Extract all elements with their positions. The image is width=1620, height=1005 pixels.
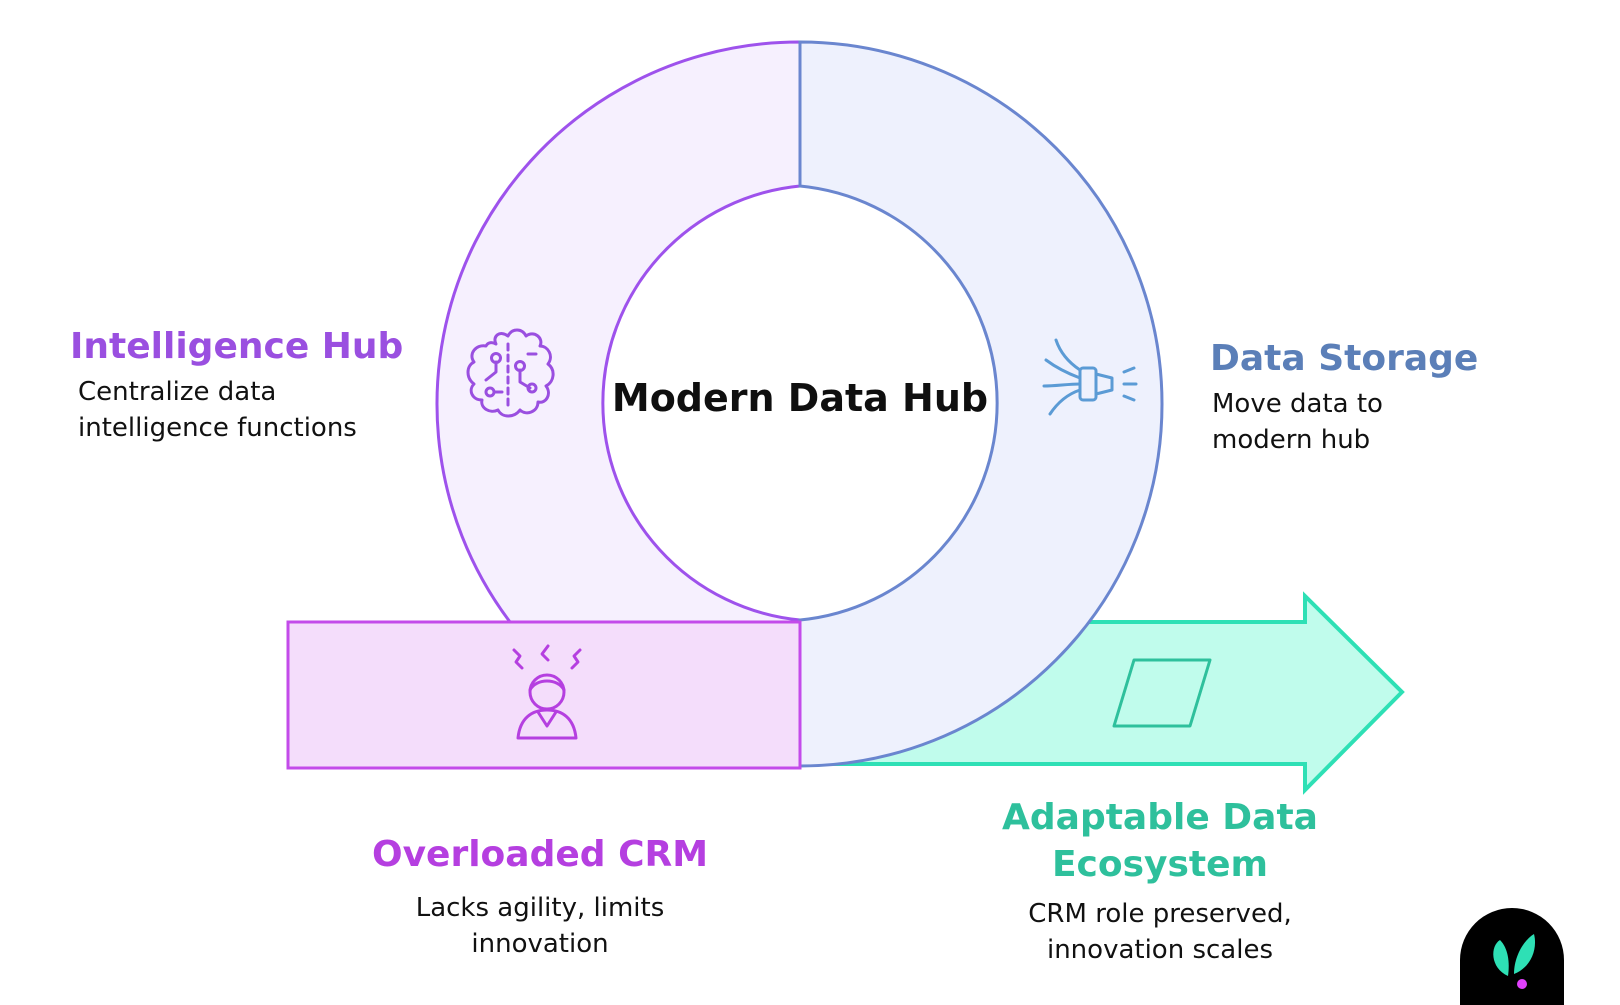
intelligence-hub-description-line: intelligence functions	[78, 413, 357, 444]
adaptable-ecosystem-title: Adaptable Data Ecosystem	[960, 795, 1360, 889]
adaptable-ecosystem-description: CRM role preserved, innovation scales	[960, 896, 1360, 969]
adaptable-ecosystem-description-line: CRM role preserved,	[1028, 899, 1292, 929]
stressed-person-icon	[512, 644, 582, 740]
data-storage-description-line: Move data to	[1212, 389, 1383, 419]
brain-circuit-icon	[466, 328, 555, 418]
intelligence-hub-description: Centralize data intelligence functions	[78, 374, 357, 447]
overloaded-crm-description-line: innovation	[471, 929, 609, 960]
parallelogram-icon	[1112, 658, 1212, 728]
ring-right-segment	[798, 40, 1164, 768]
data-storage-description: Move data to modern hub	[1212, 386, 1383, 459]
leaf-logo-icon	[1460, 908, 1564, 1005]
intelligence-hub-title: Intelligence Hub	[70, 326, 404, 367]
adaptable-ecosystem-description-line: innovation scales	[1046, 935, 1273, 966]
ring-left-segment	[435, 40, 802, 624]
overloaded-crm-description-line: Lacks agility, limits	[415, 893, 665, 923]
overloaded-crm-description: Lacks agility, limits innovation	[330, 890, 750, 963]
data-plug-icon	[1042, 338, 1138, 416]
overloaded-crm-title: Overloaded CRM	[371, 834, 709, 875]
data-storage-description-line: modern hub	[1212, 425, 1371, 456]
intelligence-hub-description-line: Centralize data	[78, 377, 277, 407]
center-title: Modern Data Hub	[611, 376, 989, 420]
adaptable-ecosystem-title-line: Adaptable Data	[1002, 797, 1318, 838]
crm-block	[286, 620, 802, 770]
data-storage-title: Data Storage	[1210, 338, 1479, 379]
adaptable-ecosystem-title-line: Ecosystem	[1051, 843, 1269, 885]
